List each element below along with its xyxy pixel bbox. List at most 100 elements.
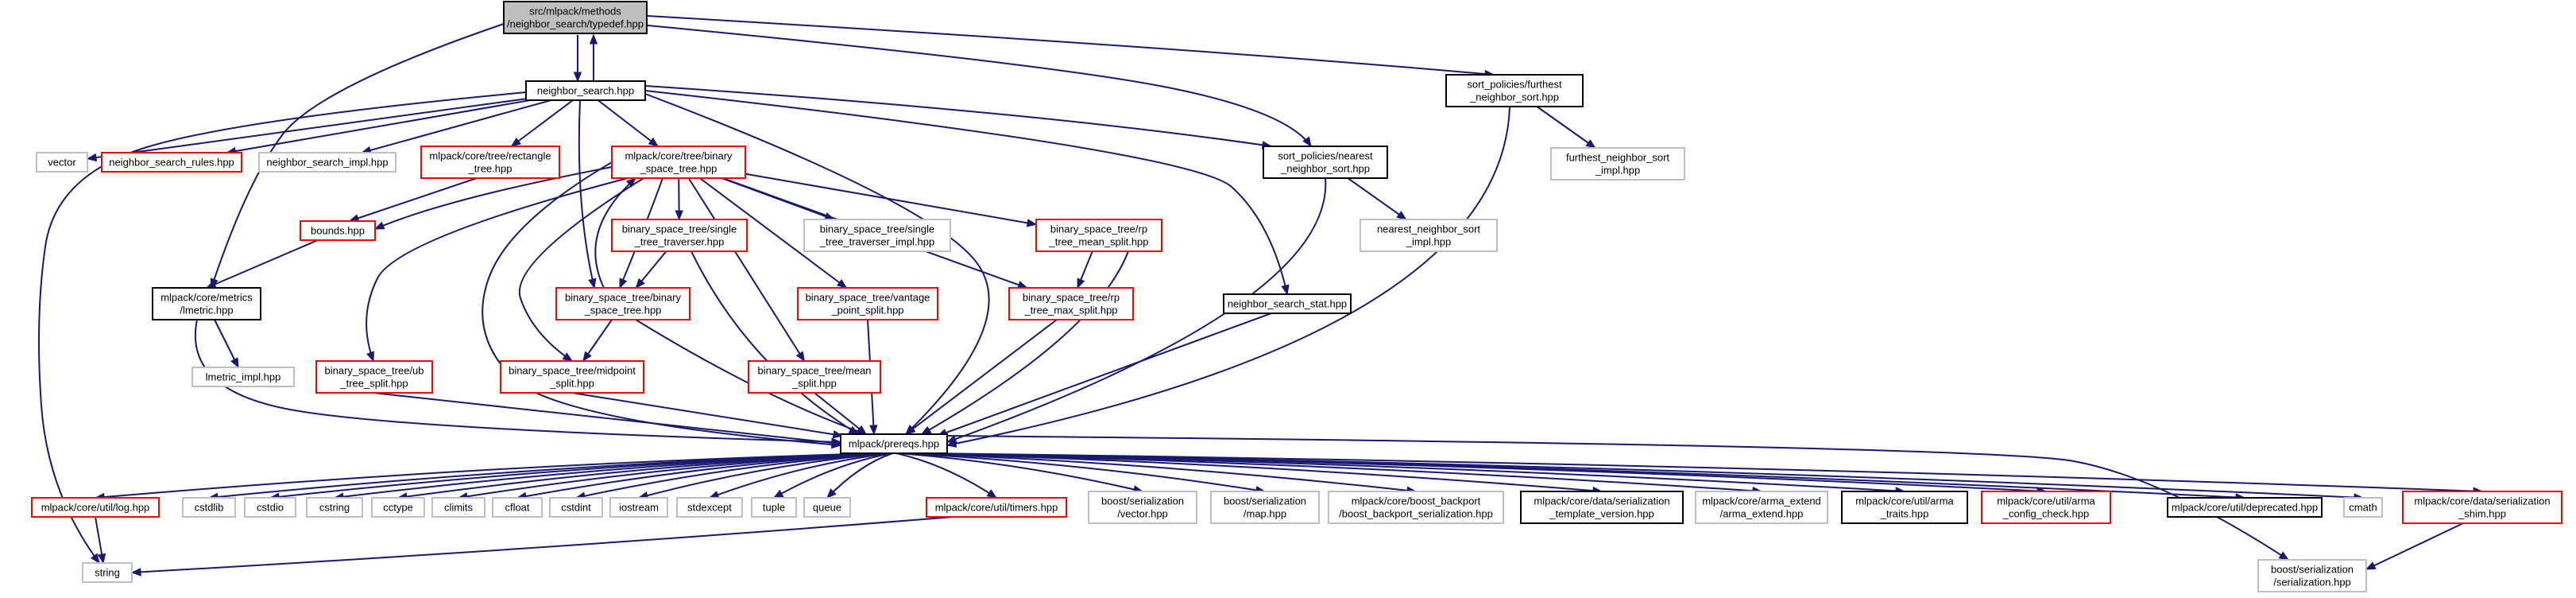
node-box xyxy=(1008,287,1134,320)
node-label: _impl.hpp xyxy=(1595,165,1640,177)
edge-arrowhead xyxy=(1281,284,1290,296)
edge-furthest-to-prereqs xyxy=(946,106,1510,448)
node-label: mlpack/core/metrics xyxy=(161,292,253,304)
node-box xyxy=(31,497,160,518)
node-label: _tree_traverser_impl.hpp xyxy=(819,236,935,248)
edge-arrowhead xyxy=(830,438,842,447)
edge-line xyxy=(366,177,629,362)
edge-arrowhead xyxy=(619,278,628,289)
node-typedef[interactable]: src/mlpack/methods/neighbor_search/typed… xyxy=(503,1,648,34)
edge-ns-to-string xyxy=(37,91,527,565)
edge-rp_mean-to-prereqs xyxy=(920,250,1129,435)
edge-arrowhead xyxy=(869,425,878,436)
node-midpoint[interactable]: binary_space_tree/midpoint_split.hpp xyxy=(500,360,644,394)
edge-ns-to-nearest xyxy=(644,85,1273,150)
edge-line xyxy=(901,452,1266,492)
node-ns-stat[interactable]: neighbor_search_stat.hpp xyxy=(1223,293,1352,314)
edge-ns-to-typedef xyxy=(589,33,598,81)
node-deprecated[interactable]: mlpack/core/util/deprecated.hpp xyxy=(2167,497,2323,518)
edge-line xyxy=(638,452,889,499)
edge-bst2-to-bst xyxy=(594,177,636,289)
node-box xyxy=(1088,491,1197,524)
edge-line xyxy=(905,319,1058,435)
node-label: neighbor_search.hpp xyxy=(537,85,634,97)
edge-line xyxy=(518,177,644,362)
node-bounds[interactable]: bounds.hpp xyxy=(300,220,376,241)
edge-line xyxy=(1347,177,1407,220)
node-prereqs[interactable]: mlpack/prereqs.hpp xyxy=(840,433,948,454)
node-tuple: tuple xyxy=(751,497,797,518)
node-ns-impl: neighbor_search_impl.hpp xyxy=(258,152,396,173)
node-box xyxy=(1328,491,1504,524)
edge-line xyxy=(687,177,806,362)
node-furthest[interactable]: sort_policies/furthest_neighbor_sort.hpp xyxy=(1445,74,1584,107)
node-stt-impl: binary_space_tree/single_tree_traverser_… xyxy=(803,219,951,252)
node-label: mlpack/core/tree/rectangle xyxy=(429,150,551,162)
node-vector: vector xyxy=(36,152,88,173)
node-label: neighbor_search_stat.hpp xyxy=(1228,298,1347,310)
node-label: _tree_traverser.hpp xyxy=(634,236,725,248)
edge-line xyxy=(895,452,997,499)
edge-line xyxy=(131,516,954,573)
node-label: _split.hpp xyxy=(791,378,837,390)
node-log[interactable]: mlpack/core/util/log.hpp xyxy=(31,497,160,518)
node-mean[interactable]: binary_space_tree/mean_split.hpp xyxy=(748,360,881,394)
node-box xyxy=(300,220,376,241)
node-ser-shim[interactable]: mlpack/core/data/serialization_shim.hpp xyxy=(2402,491,2562,524)
node-label: bounds.hpp xyxy=(311,225,365,237)
node-layer: src/mlpack/methods/neighbor_search/typed… xyxy=(31,1,2562,592)
node-label: src/mlpack/methods xyxy=(529,6,621,17)
node-ub[interactable]: binary_space_tree/ub_tree_split.hpp xyxy=(315,360,433,394)
node-rp-mean[interactable]: binary_space_tree/rp_tree_mean_split.hpp xyxy=(1035,219,1162,252)
node-label: /arma_extend.hpp xyxy=(1720,508,1804,520)
node-box xyxy=(1520,491,1684,524)
node-queue: queue xyxy=(803,497,851,518)
edge-line xyxy=(578,99,595,289)
edge-bst-to-mean xyxy=(687,177,806,363)
edge-arrowhead xyxy=(2365,561,2377,570)
node-stt[interactable]: binary_space_tree/single_tree_traverser.… xyxy=(611,219,748,252)
edge-arrowhead xyxy=(648,137,659,147)
edge-line xyxy=(644,85,1272,147)
node-furthest-impl: furthest_neighbor_sort_impl.hpp xyxy=(1550,147,1685,181)
node-cmath: cmath xyxy=(2343,497,2383,518)
node-cfloat: cfloat xyxy=(492,497,543,518)
node-box xyxy=(748,360,881,394)
node-box xyxy=(315,360,433,394)
edge-arrowhead xyxy=(510,137,522,147)
edge-arrowhead xyxy=(562,352,574,362)
node-label: /serialization.hpp xyxy=(2273,577,2351,588)
node-box xyxy=(1210,491,1320,524)
node-label: _neighbor_sort.hpp xyxy=(1280,163,1370,175)
node-box xyxy=(840,433,948,454)
node-cstdint: cstdint xyxy=(549,497,603,518)
edge-ns-to-vector xyxy=(86,98,527,162)
edge-prereqs-to-stdexcept xyxy=(708,452,891,499)
node-ser-tmpl[interactable]: mlpack/core/data/serialization_template_… xyxy=(1520,491,1684,524)
node-ns[interactable]: neighbor_search.hpp xyxy=(525,80,646,101)
node-nearest[interactable]: sort_policies/nearest_neighbor_sort.hpp xyxy=(1263,146,1388,179)
node-arma-config[interactable]: mlpack/core/util/arma_config_check.hpp xyxy=(1981,491,2111,524)
node-label: _point_split.hpp xyxy=(830,305,903,316)
node-label: _space_tree.hpp xyxy=(640,163,717,175)
node-rules[interactable]: neighbor_search_rules.hpp xyxy=(101,152,242,173)
node-string: string xyxy=(82,562,133,583)
node-label: mlpack/core/util/arma xyxy=(1997,495,2095,507)
node-label: _tree_split.hpp xyxy=(339,378,408,390)
node-bst2[interactable]: binary_space_tree/binary_space_tree.hpp xyxy=(555,287,690,320)
node-label: binary_space_tree/vantage xyxy=(806,292,930,304)
node-bst[interactable]: mlpack/core/tree/binary_space_tree.hpp xyxy=(611,146,746,179)
node-stdexcept: stdexcept xyxy=(676,497,743,518)
edge-line xyxy=(925,452,2483,492)
node-rect[interactable]: mlpack/core/tree/rectangle_tree.hpp xyxy=(420,146,560,179)
node-timers[interactable]: mlpack/core/util/timers.hpp xyxy=(926,497,1067,518)
edge-line xyxy=(594,177,636,289)
edge-bst-to-stt xyxy=(675,177,683,221)
edge-log-to-string xyxy=(95,516,106,565)
node-arma-traits[interactable]: mlpack/core/util/arma_traits.hpp xyxy=(1841,491,1968,524)
node-rp-max[interactable]: binary_space_tree/rp_tree_max_split.hpp xyxy=(1008,287,1134,320)
edge-line xyxy=(571,392,843,437)
node-vantage[interactable]: binary_space_tree/vantage_point_split.hp… xyxy=(797,287,938,320)
node-lmetric[interactable]: mlpack/core/metrics/lmetric.hpp xyxy=(152,287,261,320)
